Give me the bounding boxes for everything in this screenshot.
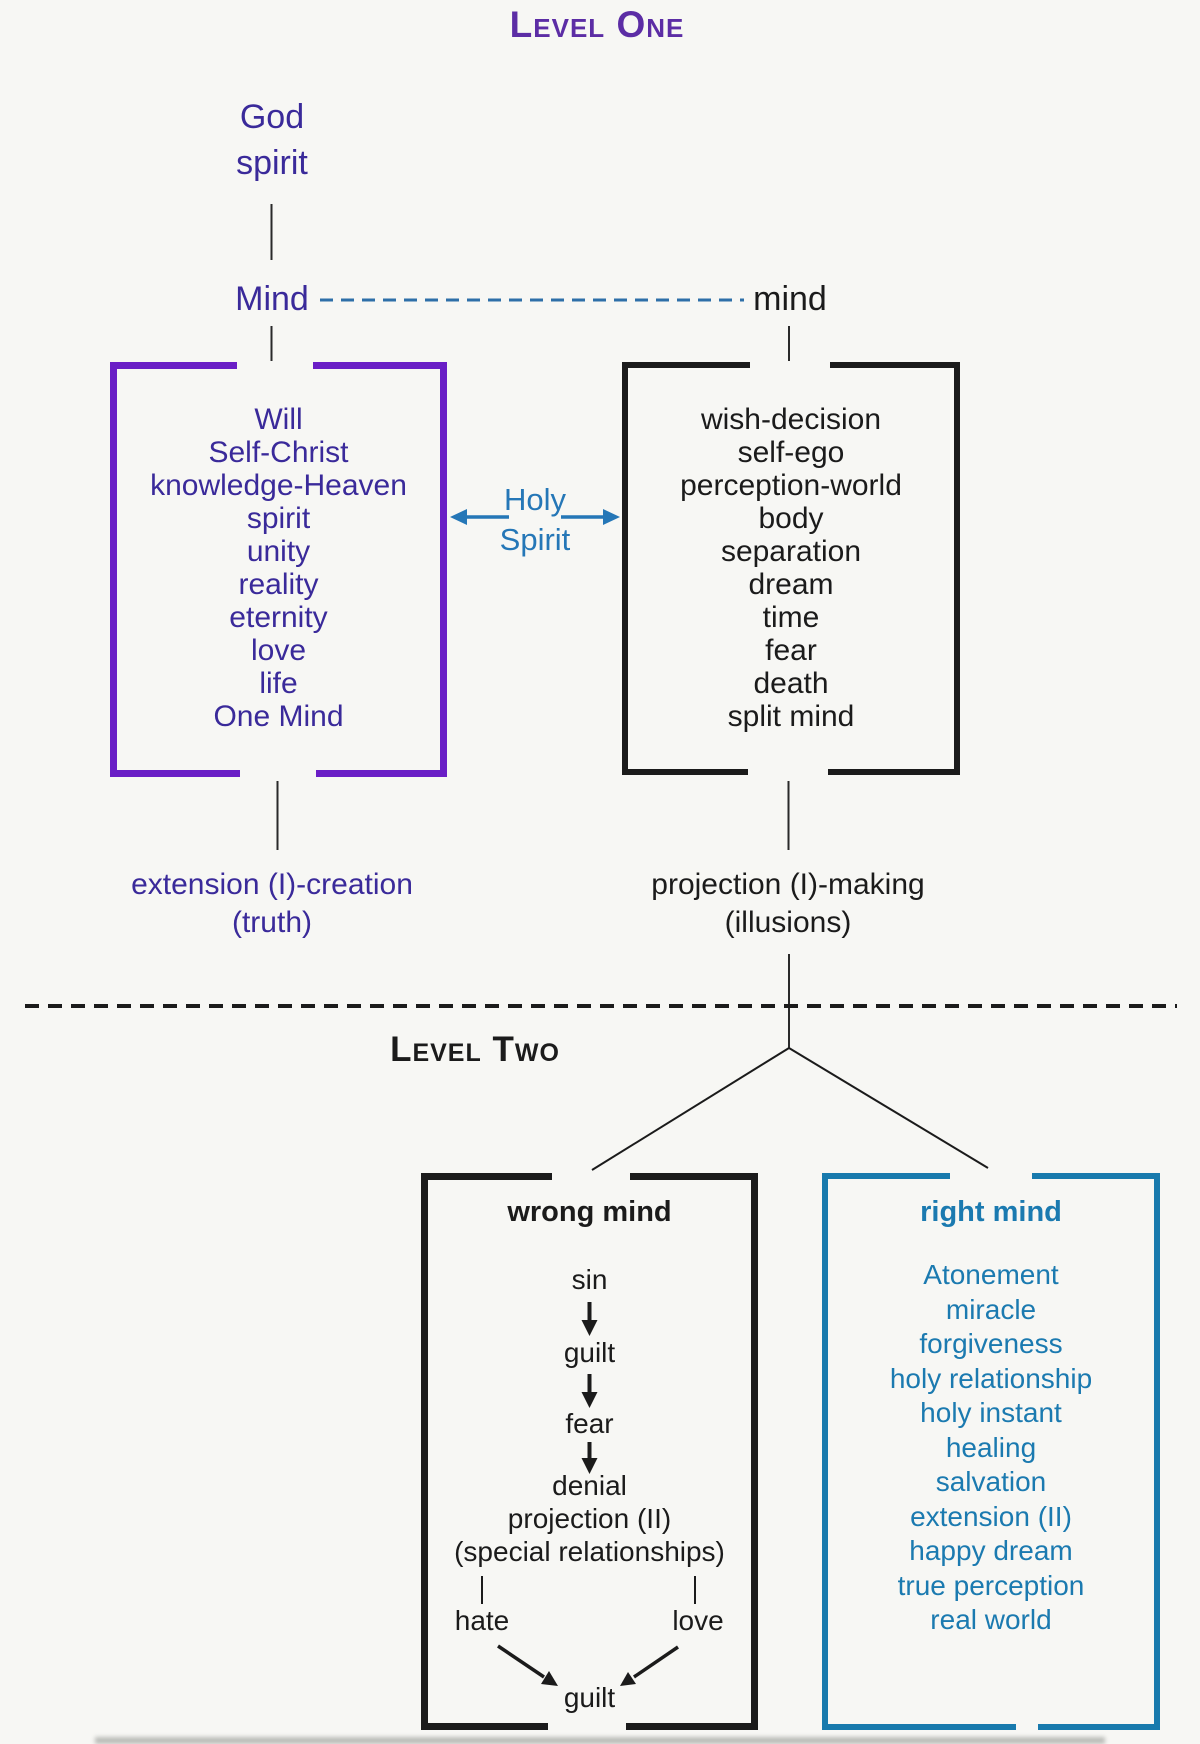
holy-label: Holy <box>503 482 566 517</box>
arrowhead-hate-guilt <box>541 1671 558 1686</box>
projection-line1: projection (I)-making <box>651 868 925 901</box>
special-relationships-label: (special relationships) <box>454 1536 725 1567</box>
list-item: holy instant <box>920 1397 1062 1428</box>
guilt-bottom-label: guilt <box>563 1682 616 1713</box>
chain-guilt: guilt <box>563 1337 616 1368</box>
branch-line-wrong <box>591 1047 790 1171</box>
love-label: love <box>672 1605 724 1636</box>
mind-lowercase-label: mind <box>753 280 827 318</box>
list-item: true perception <box>897 1569 1085 1601</box>
heaven-box-items: Will Self-Christ knowledge-Heaven spirit… <box>110 403 447 733</box>
god-spirit-labels: God spirit <box>122 94 422 186</box>
list-item: extension (II) <box>910 1500 1072 1532</box>
list-item: reality <box>238 568 319 601</box>
arrowhead-love-guilt <box>620 1672 636 1686</box>
right-box-bottom-gap <box>1016 1722 1038 1732</box>
list-item: real world <box>930 1604 1052 1635</box>
wrong-box-bottom-gap <box>548 1721 626 1732</box>
arrow-love-guilt <box>633 1645 679 1679</box>
list-item: miracle <box>945 1293 1037 1325</box>
arrowhead-guilt-fear <box>581 1392 598 1408</box>
extension-line1: extension (I)-creation <box>131 868 413 901</box>
right-mind-title: right mind <box>920 1196 1062 1228</box>
list-item: time <box>762 601 820 634</box>
list-item: happy dream <box>909 1535 1073 1566</box>
list-item: perception-world <box>680 469 902 502</box>
list-item: unity <box>246 535 311 568</box>
list-item: body <box>758 502 824 535</box>
ego-box-bottom-gap <box>748 767 828 777</box>
projection-line2: (illusions) <box>724 906 852 939</box>
arrowhead-fear-denial <box>581 1458 598 1474</box>
right-mind-items: Atonement miracle forgiveness holy relat… <box>822 1258 1160 1638</box>
list-item: split mind <box>727 700 855 733</box>
extension-creation-label: extension (I)-creation (truth) <box>72 866 472 942</box>
list-item: self-ego <box>737 436 845 469</box>
spirit-label-2: Spirit <box>499 522 571 557</box>
ego-box-top-gap <box>750 360 830 370</box>
extension-line2: (truth) <box>231 906 312 939</box>
list-item: Atonement <box>923 1259 1059 1290</box>
list-item: fear <box>765 634 817 667</box>
hate-label: hate <box>454 1605 510 1636</box>
mind-capital-label: Mind <box>235 280 309 318</box>
list-item: healing <box>945 1431 1037 1463</box>
denial-label: denial <box>552 1470 627 1501</box>
list-item: salvation <box>935 1466 1047 1497</box>
holy-spirit-left-arrowhead <box>450 509 467 525</box>
wrong-mind-title: wrong mind <box>507 1196 672 1228</box>
level-one-heading: Level One <box>509 4 685 45</box>
list-item: forgiveness <box>919 1328 1063 1359</box>
list-item: eternity <box>229 601 328 634</box>
chain-sin: sin <box>571 1264 608 1295</box>
list-item: death <box>753 667 829 700</box>
right-box-top-gap <box>950 1171 1032 1181</box>
list-item: One Mind <box>213 700 344 733</box>
arrowhead-sin-guilt <box>581 1320 598 1336</box>
projection-ii-label: projection (II) <box>507 1503 672 1534</box>
chain-fear: fear <box>565 1408 614 1439</box>
level-two-heading: Level Two <box>390 1030 560 1069</box>
list-item: knowledge-Heaven <box>150 469 407 502</box>
ego-box-items: wish-decision self-ego perception-world … <box>622 403 960 733</box>
wrong-box-top-gap <box>552 1171 630 1182</box>
heaven-box-top-gap <box>237 360 313 371</box>
list-item: love <box>250 634 307 667</box>
projection-making-label: projection (I)-making (illusions) <box>588 866 988 942</box>
list-item: spirit <box>246 502 311 535</box>
holy-spirit-right-arrowhead <box>603 509 620 525</box>
list-item: Will <box>254 403 303 436</box>
list-item: separation <box>720 535 862 568</box>
cropped-bottom-strip <box>95 1737 1105 1744</box>
list-item: wish-decision <box>700 403 882 436</box>
list-item: holy relationship <box>889 1362 1093 1394</box>
list-item: dream <box>748 568 834 601</box>
list-item: life <box>259 667 298 700</box>
spirit-label: spirit <box>236 144 308 182</box>
holy-spirit-label: Holy Spirit <box>435 480 635 560</box>
heaven-box-bottom-gap <box>240 768 316 779</box>
list-item: Self-Christ <box>208 436 349 469</box>
god-label: God <box>239 98 305 136</box>
arrow-hate-guilt <box>497 1644 545 1679</box>
branch-line-right <box>788 1047 989 1169</box>
